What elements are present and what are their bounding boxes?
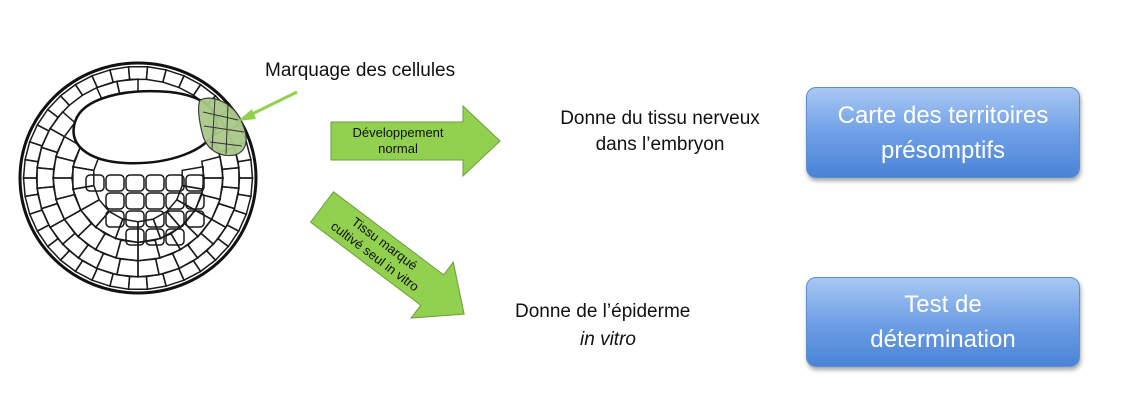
- embryo-cell: [90, 267, 115, 288]
- presumptive-map-line1: Carte des territoires: [837, 101, 1049, 129]
- embryo-cell: [165, 192, 185, 210]
- normal-result-line1: Donne du tissu nerveux: [560, 108, 760, 129]
- embryo-cell: [145, 228, 165, 246]
- embryo-cell: [185, 210, 205, 228]
- culture-arrow: Tissu marqué cultivé seul in vitro: [310, 191, 465, 319]
- embryo-cell: [125, 174, 145, 192]
- embryo-cell: [210, 202, 236, 229]
- embryo-cell: [85, 174, 105, 192]
- embryo-cell: [22, 177, 39, 198]
- embryo-cell: [105, 174, 125, 192]
- embryo-drawing: [18, 61, 258, 295]
- determination-test-box: Test de détermination: [806, 277, 1080, 367]
- embryo-cell: [237, 177, 254, 198]
- embryo-cell: [127, 275, 149, 290]
- embryo-cell: [161, 68, 186, 89]
- embryo-cell: [48, 110, 76, 138]
- embryo-cell: [125, 192, 145, 210]
- embryo-cell: [165, 198, 197, 229]
- embryo-cell: [185, 192, 205, 210]
- marking-pointer-arrow: [238, 90, 298, 121]
- normal-development-arrow: Développement normal: [330, 105, 501, 177]
- embryo-cell: [94, 210, 124, 240]
- presumptive-map-line2: présomptifs: [880, 136, 1006, 164]
- embryo-cell: [125, 210, 145, 228]
- embryo-cell: [165, 174, 185, 192]
- embryo-cell: [127, 66, 149, 81]
- normal-result: Donne du tissu nerveux dans l’embryon: [540, 106, 780, 158]
- marked-cells-zone: [197, 97, 247, 157]
- culture-result-line1: Donne de l’épiderme: [515, 301, 691, 322]
- embryo-cell: [105, 192, 125, 210]
- embryo-cell: [145, 192, 165, 210]
- determination-test-line1: Test de: [904, 291, 982, 318]
- normal-arrow-line2: normal: [378, 141, 418, 156]
- embryo-cell: [48, 218, 76, 246]
- determination-test-line2: détermination: [870, 326, 1016, 353]
- normal-arrow-line1: Développement: [352, 125, 443, 140]
- embryo-cell: [200, 155, 224, 179]
- embryo-cell: [22, 158, 39, 179]
- embryo-cell: [165, 228, 185, 246]
- embryo-cell: [94, 232, 122, 260]
- embryo-cell: [145, 174, 165, 192]
- embryo-outer-outline: [18, 61, 258, 295]
- normal-result-line2: dans l’embryon: [595, 134, 725, 155]
- marked-zone-cell-lines: [202, 97, 245, 155]
- marking-label: Marquage des cellules: [265, 60, 456, 81]
- embryo-cell: [36, 166, 55, 190]
- embryo-cell: [165, 210, 185, 228]
- embryo-cell: [40, 127, 66, 154]
- blastocoel-cavity: [72, 89, 218, 165]
- embryo-cell: [52, 177, 76, 201]
- embryo-cell: [137, 218, 162, 244]
- embryo-cell: [200, 218, 228, 246]
- culture-result-line2: in vitro: [580, 329, 636, 350]
- presumptive-map-box: Carte des territoires présomptifs: [806, 87, 1080, 178]
- embryo-cell: [79, 198, 111, 229]
- embryo-cell: [76, 222, 106, 251]
- embryo-cell: [183, 209, 213, 238]
- embryo-cell: [181, 165, 204, 191]
- embryo-cell: [237, 158, 254, 179]
- embryo-cell: [125, 228, 145, 246]
- embryo-cell: [63, 209, 93, 238]
- embryo-cell: [105, 210, 125, 228]
- embryo-cell: [221, 166, 240, 190]
- embryo-cell: [137, 258, 161, 278]
- embryo-cell: [171, 244, 199, 270]
- embryo-cell: [137, 239, 161, 262]
- embryo-cell: [77, 244, 105, 270]
- embryo-cell: [145, 210, 165, 228]
- embryo-cell: [185, 174, 205, 192]
